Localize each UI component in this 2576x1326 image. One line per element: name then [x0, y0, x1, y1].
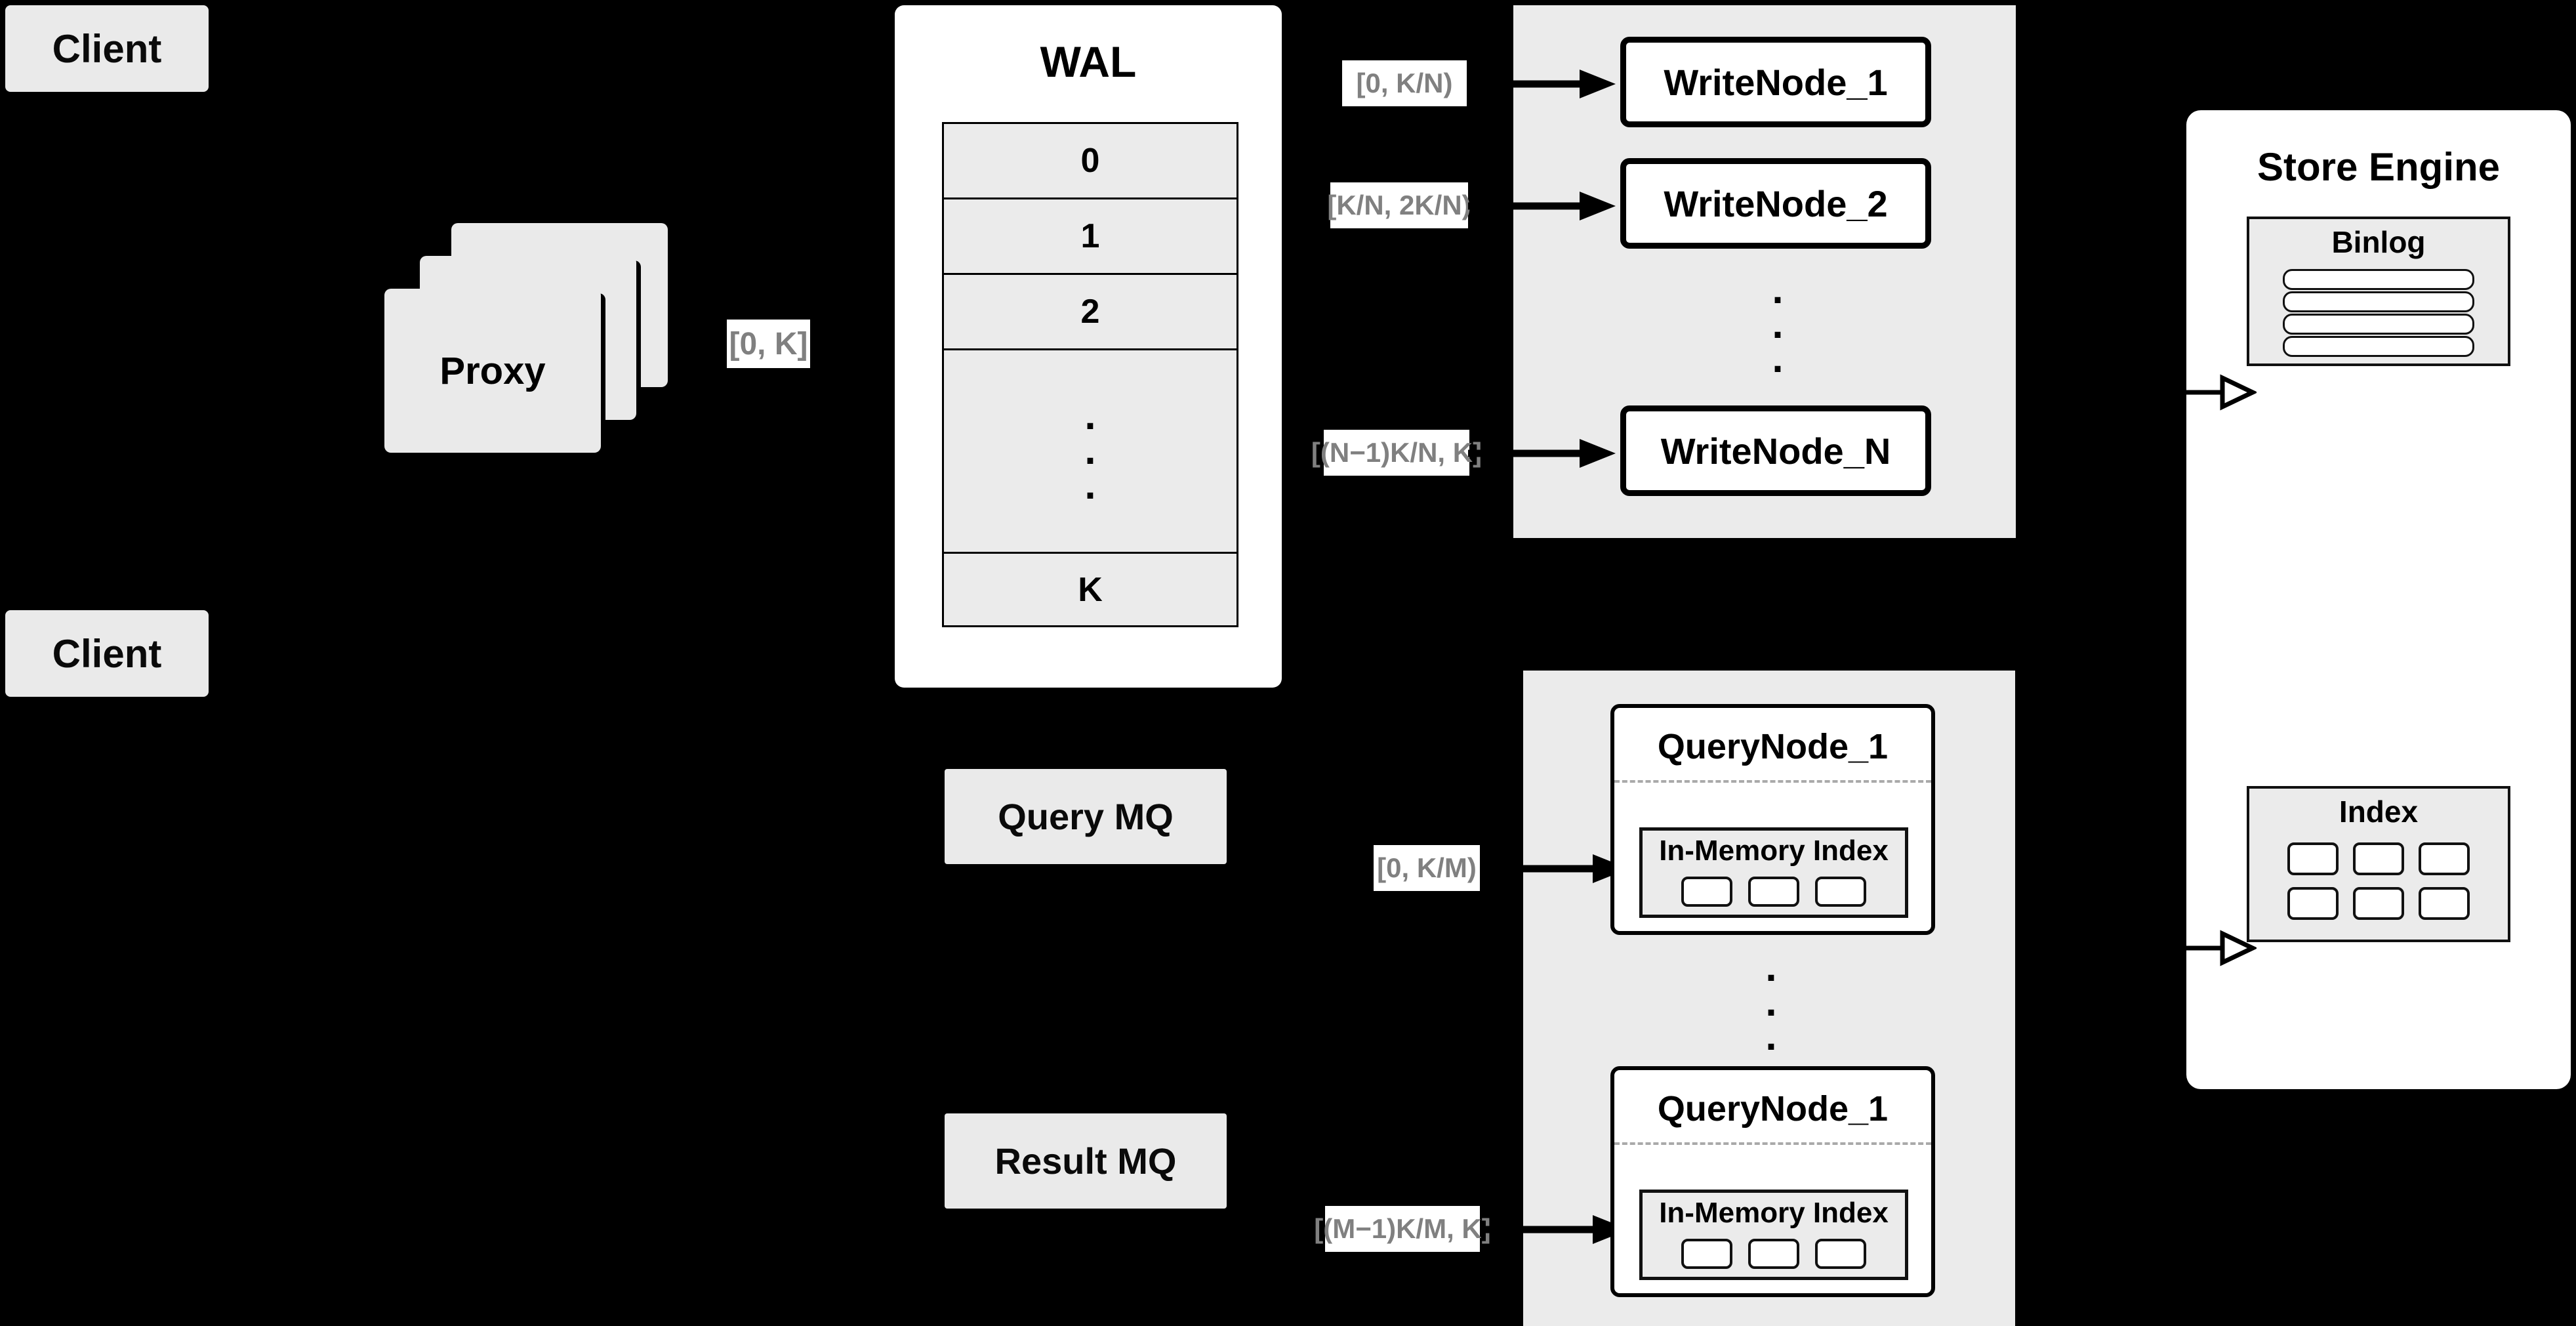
wal-row-label: K — [1078, 570, 1103, 609]
index-slot[interactable] — [1681, 1239, 1732, 1269]
query-edge-label-1: [0, K/M) — [1374, 845, 1480, 891]
index-slot[interactable] — [1748, 1239, 1799, 1269]
write-node-2-label: WriteNode_2 — [1664, 182, 1888, 224]
write-cluster-vertical-dots: ... — [1772, 266, 1784, 382]
binlog-entry[interactable] — [2283, 269, 2474, 290]
query-mq-box[interactable]: Query MQ — [945, 769, 1227, 864]
query-node-2-in-memory-index: In-Memory Index — [1639, 1190, 1908, 1280]
query-node-1-separator — [1614, 780, 1931, 783]
query-node-2[interactable]: QueryNode_1 In-Memory Index — [1610, 1066, 1935, 1297]
write-node-n[interactable]: WriteNode_N — [1620, 405, 1931, 496]
wal-row[interactable]: 1 — [942, 197, 1238, 273]
binlog-entry[interactable] — [2283, 291, 2474, 312]
query-mq-label: Query MQ — [998, 796, 1174, 837]
wal-vertical-dots: ... — [1084, 393, 1096, 508]
store-index-slot[interactable] — [2419, 842, 2470, 875]
write-edge-label-1: [0, K/N) — [1342, 60, 1467, 106]
index-slot[interactable] — [1681, 877, 1732, 907]
write-edge-label-2-text: [K/N, 2K/N) — [1327, 190, 1471, 220]
proxy-card-front[interactable]: Proxy — [384, 289, 601, 453]
proxy-edge-label-text: [0, K] — [729, 326, 808, 362]
wal-row-label: 0 — [1080, 142, 1100, 180]
proxy-label: Proxy — [440, 349, 546, 392]
wal-row-list: 0 1 2 ... K — [942, 122, 1238, 627]
write-node-1-label: WriteNode_1 — [1664, 61, 1888, 103]
write-edge-label-2: [K/N, 2K/N) — [1327, 182, 1471, 228]
write-arrow-2 — [1468, 192, 1616, 220]
store-engine-panel: Store Engine Binlog Index — [2186, 110, 2571, 1089]
query-edge-label-2: [(M−1)K/M, K] — [1314, 1206, 1491, 1252]
query-node-1[interactable]: QueryNode_1 In-Memory Index — [1610, 704, 1935, 935]
wal-title: WAL — [1040, 37, 1137, 86]
binlog-entry[interactable] — [2283, 314, 2474, 335]
proxy-to-wal-label: [0, K] — [727, 320, 810, 368]
query-node-1-title: QueryNode_1 — [1657, 727, 1889, 766]
wal-panel: WAL 0 1 2 ... K — [895, 5, 1282, 688]
store-index-slot[interactable] — [2353, 842, 2404, 875]
query-node-2-title: QueryNode_1 — [1657, 1089, 1889, 1129]
write-arrow-1 — [1468, 70, 1616, 98]
store-index-slot[interactable] — [2353, 887, 2404, 920]
wal-row-ellipsis: ... — [942, 348, 1238, 552]
client-box-1[interactable]: Client — [5, 5, 209, 92]
wal-row[interactable]: K — [942, 552, 1238, 627]
client-box-2[interactable]: Client — [5, 610, 209, 697]
index-slot[interactable] — [1748, 877, 1799, 907]
wal-row[interactable]: 2 — [942, 273, 1238, 348]
index-inbound-arrow — [2184, 930, 2257, 966]
binlog-entry[interactable] — [2283, 336, 2474, 357]
wal-row-label: 2 — [1080, 293, 1100, 331]
query-node-1-index-title: In-Memory Index — [1659, 835, 1889, 867]
result-mq-box[interactable]: Result MQ — [945, 1113, 1227, 1209]
store-index-slot[interactable] — [2287, 842, 2339, 875]
client-label-2: Client — [52, 631, 162, 676]
write-edge-label-3-text: [(N−1)K/N, K] — [1311, 437, 1482, 468]
binlog-box: Binlog — [2247, 217, 2510, 366]
wal-row[interactable]: 0 — [942, 122, 1238, 197]
wal-row-label: 1 — [1080, 217, 1100, 255]
binlog-inbound-arrow — [2184, 374, 2257, 411]
query-arrow-2 — [1481, 1215, 1629, 1244]
query-edge-label-2-text: [(M−1)K/M, K] — [1314, 1213, 1491, 1244]
write-node-1[interactable]: WriteNode_1 — [1620, 37, 1931, 127]
index-box: Index — [2247, 786, 2510, 942]
binlog-title: Binlog — [2331, 225, 2426, 259]
write-node-n-label: WriteNode_N — [1660, 430, 1891, 472]
write-node-2[interactable]: WriteNode_2 — [1620, 158, 1931, 249]
store-index-slot[interactable] — [2287, 887, 2339, 920]
query-arrow-1 — [1481, 854, 1629, 883]
query-node-2-separator — [1614, 1142, 1931, 1145]
client-label-1: Client — [52, 26, 162, 71]
index-slot[interactable] — [1815, 1239, 1866, 1269]
store-engine-title: Store Engine — [2257, 145, 2501, 189]
index-slot[interactable] — [1815, 877, 1866, 907]
query-cluster-vertical-dots: ... — [1765, 944, 1777, 1060]
write-arrow-3 — [1468, 439, 1616, 468]
result-mq-label: Result MQ — [994, 1140, 1177, 1182]
query-edge-label-1-text: [0, K/M) — [1377, 852, 1477, 883]
write-edge-label-3: [(N−1)K/N, K] — [1311, 430, 1482, 476]
store-index-slot[interactable] — [2419, 887, 2470, 920]
index-title: Index — [2339, 795, 2419, 829]
query-node-2-index-title: In-Memory Index — [1659, 1197, 1889, 1229]
write-edge-label-1-text: [0, K/N) — [1356, 68, 1453, 98]
query-node-1-in-memory-index: In-Memory Index — [1639, 827, 1908, 918]
